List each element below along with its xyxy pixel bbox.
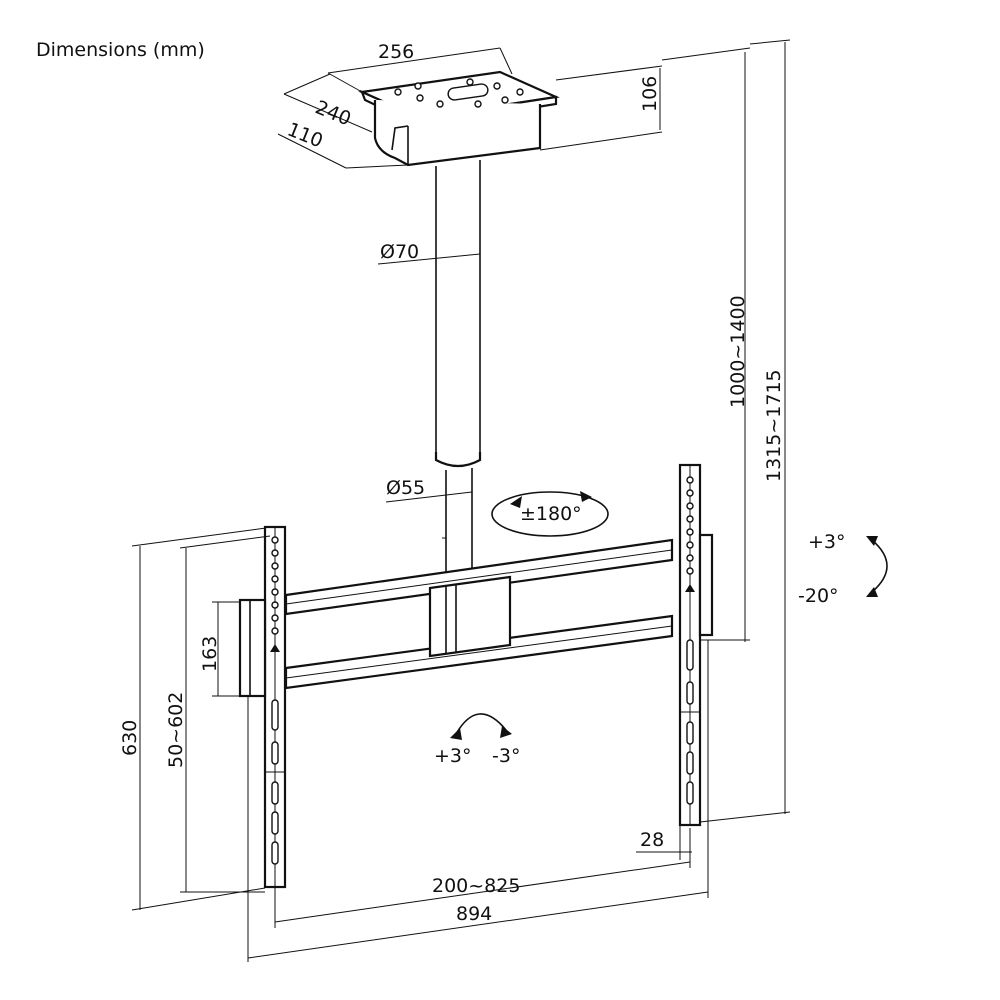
label-plate-width: 256 <box>378 41 414 63</box>
dimension-pole-length: 1000~1400 <box>661 47 751 642</box>
label-vesa-vertical: 50~602 <box>165 692 187 768</box>
level-rotation: +3° -3° <box>434 713 520 767</box>
label-total-width: 894 <box>456 903 492 925</box>
label-upper-tube-diameter: Ø70 <box>380 241 419 263</box>
left-vertical-arm <box>238 525 287 889</box>
label-lower-tube-diameter: Ø55 <box>386 477 425 499</box>
label-depth: 28 <box>640 829 664 851</box>
label-bracket-height: 630 <box>119 720 141 756</box>
dimension-rail-spacing: 163 <box>199 601 240 697</box>
dimension-plate-width: 256 <box>327 41 513 93</box>
dimension-plate-height: 106 <box>539 65 663 151</box>
dimension-total-width: 894 <box>247 640 709 962</box>
horizontal-rails <box>284 538 674 690</box>
label-pole-length: 1000~1400 <box>727 295 749 408</box>
label-total-height: 1315~1715 <box>763 369 785 482</box>
dimension-upper-tube: Ø70 <box>377 241 481 265</box>
swivel-rotation: ±180° <box>491 491 609 537</box>
drawing-title: Dimensions (mm) <box>36 39 205 61</box>
dimension-bracket-height: 630 <box>119 527 267 911</box>
label-level-plus: +3° <box>434 745 472 767</box>
label-level-minus: -3° <box>492 745 520 767</box>
label-tilt-down: -20° <box>798 585 839 607</box>
label-rail-spacing: 163 <box>199 636 221 672</box>
label-tilt-up: +3° <box>808 531 846 553</box>
pole <box>434 160 482 575</box>
right-vertical-arm <box>678 463 714 827</box>
label-plate-depth: 240 <box>312 96 354 130</box>
label-vesa-horizontal: 200~825 <box>432 875 520 897</box>
ceiling-plate <box>358 70 560 167</box>
tilt-rotation: +3° -20° <box>798 531 888 607</box>
dimension-total-height: 1315~1715 <box>699 39 791 823</box>
dimension-lower-tube: Ø55 <box>385 477 473 503</box>
dimension-vesa-vertical: 50~602 <box>165 535 271 893</box>
dimension-depth: 28 <box>636 825 692 860</box>
label-swivel: ±180° <box>520 503 582 525</box>
dimension-vesa-horizontal: 200~825 <box>274 828 691 928</box>
label-plate-height: 106 <box>639 76 661 112</box>
